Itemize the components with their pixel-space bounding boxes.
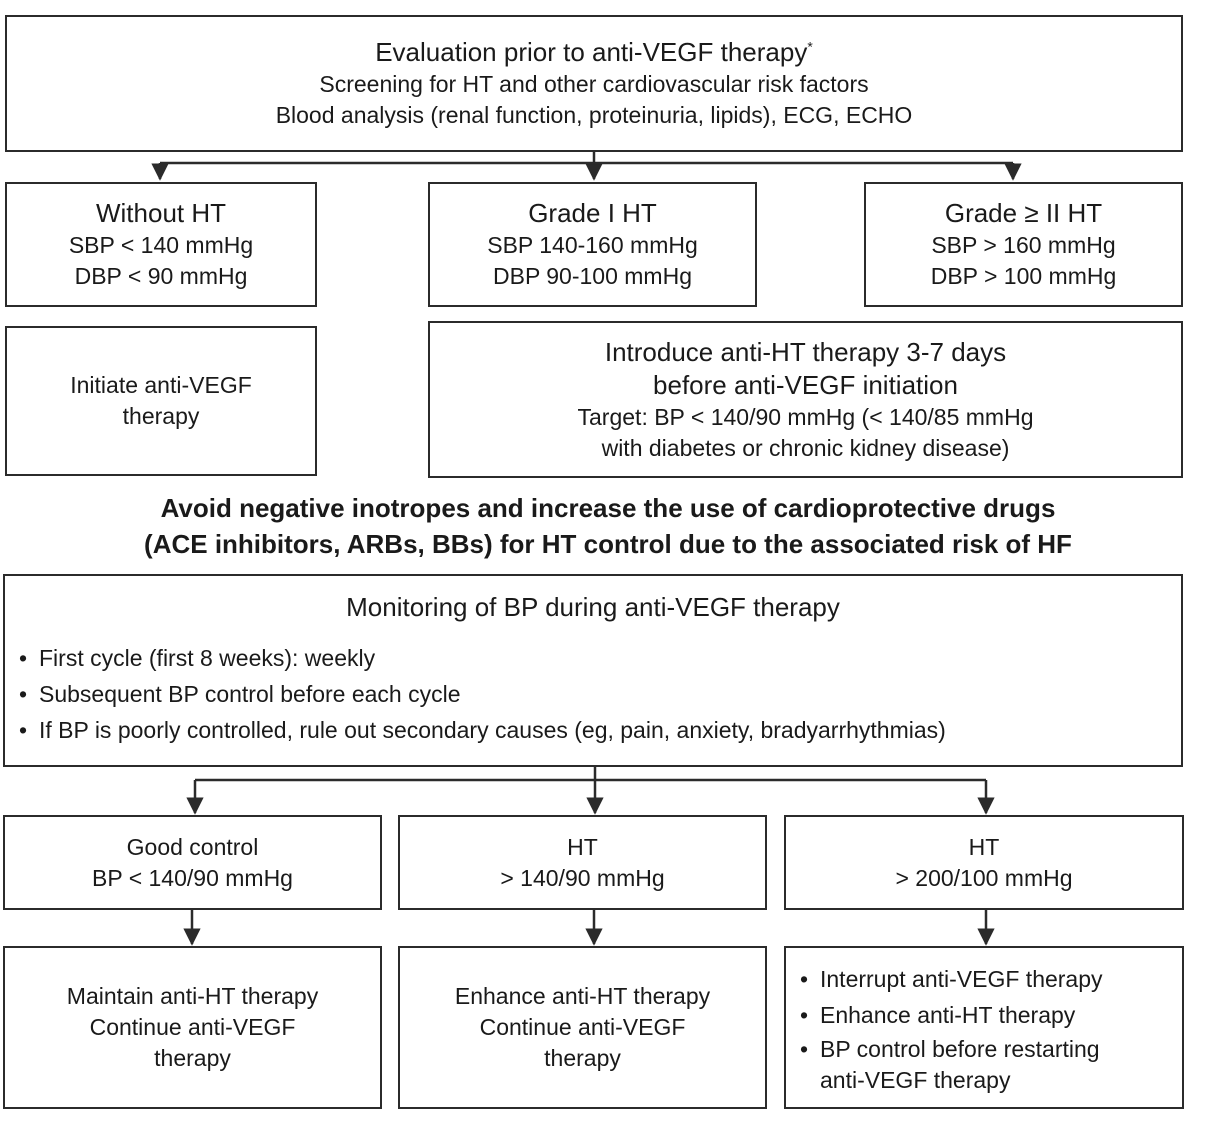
monitoring-bullet: •First cycle (first 8 weeks): weekly — [19, 645, 376, 671]
recommendation-line-2: (ACE inhibitors, ARBs, BBs) for HT contr… — [144, 529, 1072, 559]
outcome-line-2: BP < 140/90 mmHg — [92, 864, 293, 891]
grade-sbp: SBP 140-160 mmHg — [487, 232, 698, 258]
monitoring-bullet: •If BP is poorly controlled, rule out se… — [19, 717, 946, 743]
monitoring-title: Monitoring of BP during anti-VEGF therap… — [346, 592, 840, 622]
interrupt-bullet: •Interrupt anti-VEGF therapy — [800, 965, 1103, 992]
evaluation-title: Evaluation prior to anti-VEGF therapy* — [375, 37, 813, 67]
grade-1-ht-box: Grade I HT SBP 140-160 mmHg DBP 90-100 m… — [428, 182, 757, 307]
action-line-3: therapy — [544, 1045, 621, 1071]
grade-2-ht-box: Grade ≥ II HT SBP > 160 mmHg DBP > 100 m… — [864, 182, 1183, 307]
outcome-line-1: HT — [968, 833, 1000, 860]
grade-dbp: DBP > 100 mmHg — [930, 263, 1117, 289]
footnote-mark: * — [807, 38, 813, 55]
outcome-line-1: Good control — [126, 833, 259, 860]
monitoring-bullet: •Subsequent BP control before each cycle — [19, 681, 461, 707]
interrupt-bullet-continuation: anti-VEGF therapy — [820, 1066, 1011, 1093]
outcome-line-2: > 200/100 mmHg — [895, 864, 1073, 891]
outcome-good-control-box: Good control BP < 140/90 mmHg — [3, 815, 382, 910]
grade-title: Grade ≥ II HT — [944, 198, 1103, 228]
interrupt-bullet: •BP control before restarting — [800, 1035, 1100, 1062]
initiate-line-2: therapy — [122, 403, 200, 429]
initiate-therapy-box: Initiate anti-VEGF therapy — [5, 326, 317, 476]
interrupt-bullet: •Enhance anti-HT therapy — [800, 1001, 1076, 1028]
grade-title: Without HT — [95, 198, 227, 228]
action-line-1: Maintain anti-HT therapy — [66, 983, 319, 1009]
initiate-line-1: Initiate anti-VEGF — [70, 372, 252, 398]
outcome-ht-140-box: HT > 140/90 mmHg — [398, 815, 767, 910]
introduce-line-1: Introduce anti-HT therapy 3-7 days — [604, 336, 1007, 367]
introduce-line-2: before anti-VEGF initiation — [653, 369, 958, 400]
grade-dbp: DBP 90-100 mmHg — [493, 263, 692, 289]
grade-without-ht-box: Without HT SBP < 140 mmHg DBP < 90 mmHg — [5, 182, 317, 307]
monitoring-bullet-list: •First cycle (first 8 weeks): weekly •Su… — [5, 640, 1181, 748]
monitoring-box: Monitoring of BP during anti-VEGF therap… — [3, 574, 1183, 767]
grade-sbp: SBP > 160 mmHg — [931, 232, 1116, 258]
outcome-line-2: > 140/90 mmHg — [500, 864, 665, 891]
outcome-ht-200-box: HT > 200/100 mmHg — [784, 815, 1184, 910]
grade-title: Grade I HT — [528, 198, 657, 228]
action-line-2: Continue anti-VEGF — [479, 1014, 686, 1040]
action-line-1: Enhance anti-HT therapy — [454, 983, 711, 1009]
action-maintain-box: Maintain anti-HT therapy Continue anti-V… — [3, 946, 382, 1109]
grade-sbp: SBP < 140 mmHg — [68, 232, 254, 258]
evaluation-screening: Screening for HT and other cardiovascula… — [319, 71, 869, 97]
action-enhance-box: Enhance anti-HT therapy Continue anti-VE… — [398, 946, 767, 1109]
action-interrupt-box: •Interrupt anti-VEGF therapy •Enhance an… — [784, 946, 1184, 1109]
recommendation-line-1: Avoid negative inotropes and increase th… — [160, 493, 1056, 523]
introduce-target-cont: with diabetes or chronic kidney disease) — [601, 434, 1010, 461]
action-line-2: Continue anti-VEGF — [89, 1014, 296, 1040]
grade-dbp: DBP < 90 mmHg — [74, 263, 248, 289]
evaluation-blood-analysis: Blood analysis (renal function, proteinu… — [275, 102, 913, 128]
evaluation-box: Evaluation prior to anti-VEGF therapy* S… — [5, 15, 1183, 152]
introduce-target: Target: BP < 140/90 mmHg (< 140/85 mmHg — [577, 403, 1034, 430]
outcome-line-1: HT — [567, 833, 598, 860]
action-line-3: therapy — [154, 1045, 231, 1071]
introduce-therapy-box: Introduce anti-HT therapy 3-7 days befor… — [428, 321, 1183, 478]
